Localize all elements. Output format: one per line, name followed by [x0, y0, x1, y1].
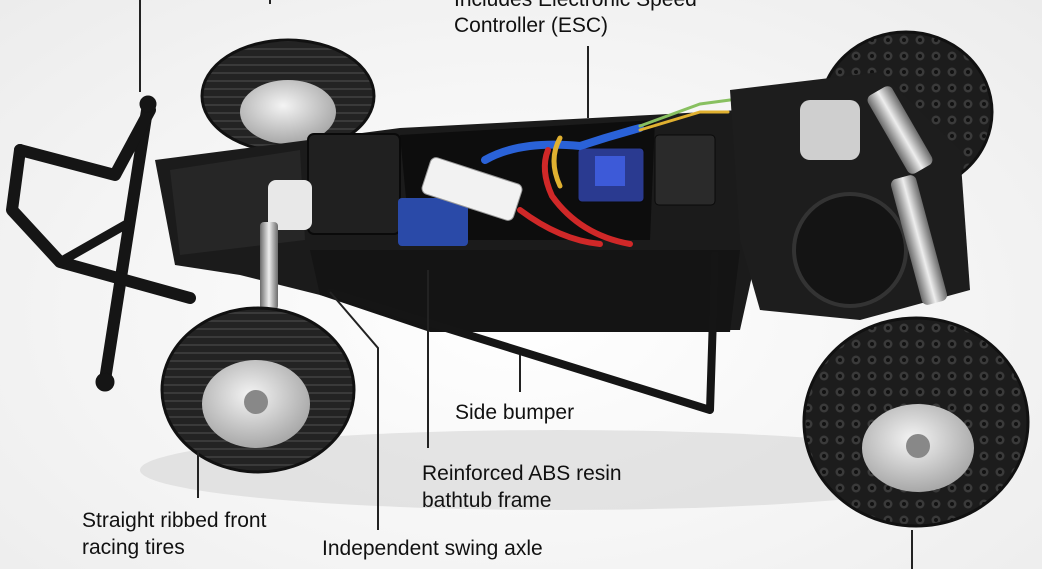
frame-label-line1: Reinforced ABS resin	[422, 462, 622, 485]
swing-axle-label: Independent swing axle	[322, 537, 543, 560]
callout-lines	[139, 0, 913, 569]
frame-label-line2: bathtub frame	[422, 489, 552, 512]
servo-horn	[268, 180, 312, 230]
steering-servo	[307, 133, 401, 235]
rear-spiked-wheel	[802, 316, 1030, 528]
tires-label-line1: Straight ribbed front	[82, 509, 267, 532]
front-shock-absorber	[260, 222, 278, 310]
tires-label-line2: racing tires	[82, 536, 185, 559]
ground-shadow	[140, 430, 980, 510]
front-bumper	[6, 95, 196, 392]
front-ribbed-wheel	[160, 306, 356, 474]
motor	[800, 100, 860, 160]
electronic-speed-controller	[398, 134, 716, 246]
esc-label-line2: Controller (ESC)	[454, 14, 609, 37]
side-bumper-rod	[326, 251, 719, 414]
leader-swing-axle	[329, 291, 379, 530]
wiring	[481, 98, 732, 247]
side-bumper-label: Side bumper	[455, 401, 575, 424]
battery-connector	[421, 157, 523, 221]
esc-label-line1: Includes Electronic Speed	[454, 0, 697, 14]
rear-shock-absorbers	[867, 86, 948, 305]
